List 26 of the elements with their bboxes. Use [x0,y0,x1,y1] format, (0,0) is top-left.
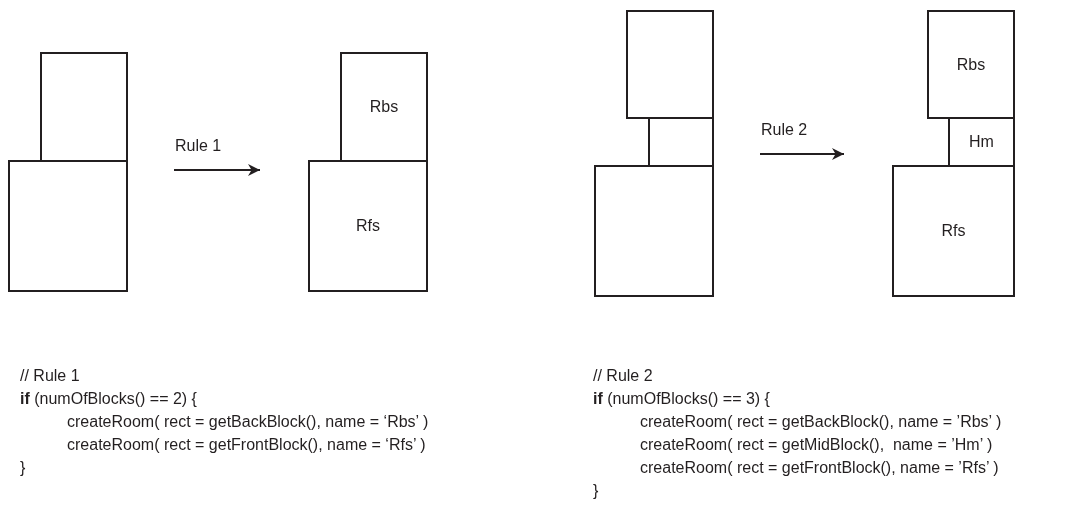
code-line: createRoom( rect = getFrontBlock(), name = ’Rfs’ ) [640,458,999,478]
empty-block [648,117,714,167]
empty-block [626,10,714,119]
code-line: createRoom( rect = getBackBlock(), name = ’Rbs’ ) [640,412,1002,432]
code-line: createRoom( rect = getMidBlock(), name = ’Hm’ ) [640,435,993,455]
room-name: Rfs [941,222,966,240]
room-block [340,52,428,162]
code-line: createRoom( rect = getBackBlock(), name = ‘Rbs’ ) [67,412,429,432]
room-name: Rbs [956,55,986,74]
room-name: Rfs [356,217,380,235]
code-line: } [20,458,26,478]
code-line: if (numOfBlocks() == 2) { [20,389,197,409]
code-line: if (numOfBlocks() == 3) { [593,389,770,409]
room-block [308,160,428,292]
empty-block [8,160,128,292]
code-comment: // Rule 2 [593,366,653,386]
code-comment: // Rule 1 [20,366,80,386]
room-block [892,165,1015,297]
room-name: Hm [969,133,994,151]
room-block [948,117,1015,167]
room-block [927,10,1015,119]
empty-block [594,165,714,297]
code-line: } [593,481,599,501]
room-name: Rbs [369,98,399,116]
empty-block [40,52,128,162]
code-line: createRoom( rect = getFrontBlock(), name = ‘Rfs’ ) [67,435,426,455]
